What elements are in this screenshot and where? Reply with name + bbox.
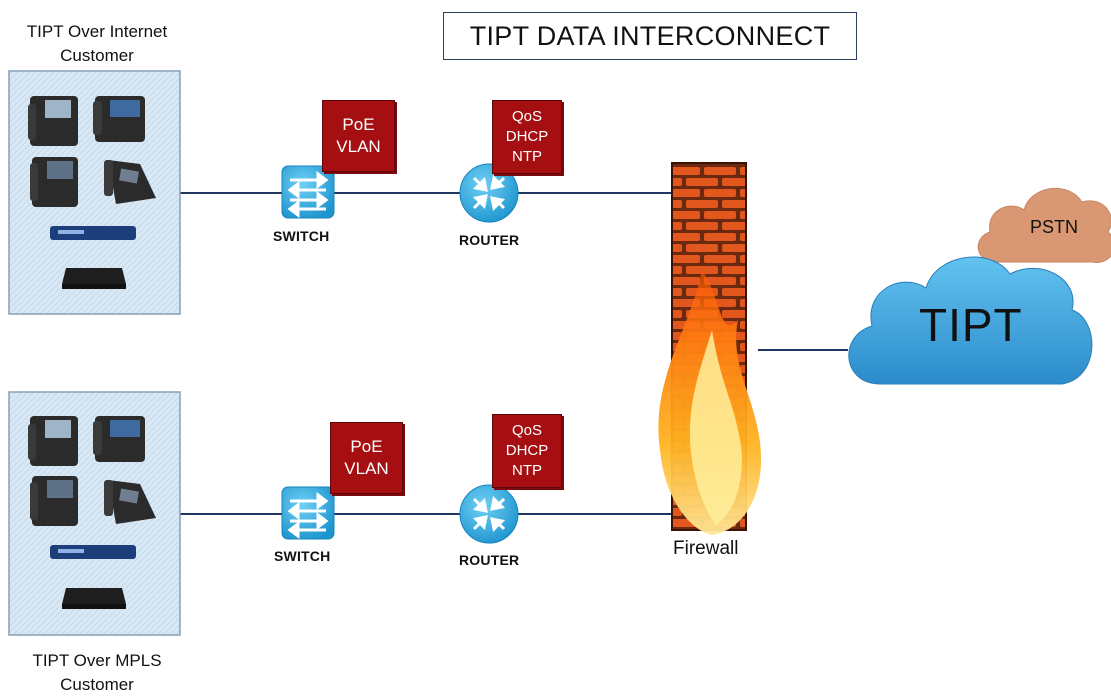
ip-phone-icon <box>104 480 156 524</box>
tipt-cloud-icon <box>848 256 1093 385</box>
switch-features-tag: PoE VLAN <box>322 100 395 172</box>
customer-box-internet <box>8 70 181 315</box>
ip-phone-icon <box>28 96 78 146</box>
ip-phone-icon <box>104 160 156 204</box>
gateway-device-icon <box>50 226 136 240</box>
diagram-title: TIPT DATA INTERCONNECT <box>443 12 857 60</box>
ip-phone-icon <box>30 476 78 526</box>
ip-phone-icon <box>28 416 78 466</box>
customer-label-line1: TIPT Over Internet <box>26 22 168 41</box>
customer-label-internet: TIPT Over Internet Customer <box>0 20 197 68</box>
tag-line-qos: QoS <box>511 422 542 439</box>
ip-phone-icon <box>93 416 145 462</box>
tag-line-vlan: VLAN <box>344 459 389 478</box>
tipt-label: TIPT <box>919 299 1023 351</box>
firewall-icon <box>658 162 762 535</box>
ip-phone-icon <box>93 96 145 142</box>
router-label: ROUTER <box>459 552 520 568</box>
ip-phone-icon <box>30 157 78 207</box>
switch-label: SWITCH <box>274 548 331 564</box>
router-icon <box>459 484 519 544</box>
customer-box-mpls <box>8 391 181 636</box>
tag-line-vlan: VLAN <box>336 137 381 156</box>
switch-features-tag: PoE VLAN <box>330 422 403 494</box>
switch-label: SWITCH <box>273 228 330 244</box>
router-features-tag: QoS DHCP NTP <box>492 100 562 174</box>
customer-label-line2: Customer <box>60 675 134 694</box>
tag-line-ntp: NTP <box>512 148 542 165</box>
tag-line-qos: QoS <box>511 108 542 125</box>
firewall-label: Firewall <box>673 538 739 559</box>
tag-line-dhcp: DHCP <box>505 128 549 145</box>
customer-label-line2: Customer <box>60 46 134 65</box>
gateway-device-icon <box>50 545 136 559</box>
tag-line-poe: PoE <box>350 437 383 456</box>
router-icon <box>459 163 519 223</box>
tag-line-poe: PoE <box>342 115 375 134</box>
router-features-tag: QoS DHCP NTP <box>492 414 562 488</box>
connection-lines <box>180 192 848 515</box>
switch-icon <box>281 165 335 219</box>
router-label: ROUTER <box>459 232 520 248</box>
router-box-icon <box>62 268 126 289</box>
switch-icon <box>281 486 335 540</box>
pstn-label: PSTN <box>1030 217 1079 237</box>
customer-label-line1: TIPT Over MPLS <box>32 651 162 670</box>
customer-label-mpls: TIPT Over MPLS Customer <box>0 649 197 697</box>
tag-line-dhcp: DHCP <box>505 442 549 459</box>
router-box-icon <box>62 588 126 609</box>
tag-line-ntp: NTP <box>512 462 542 479</box>
